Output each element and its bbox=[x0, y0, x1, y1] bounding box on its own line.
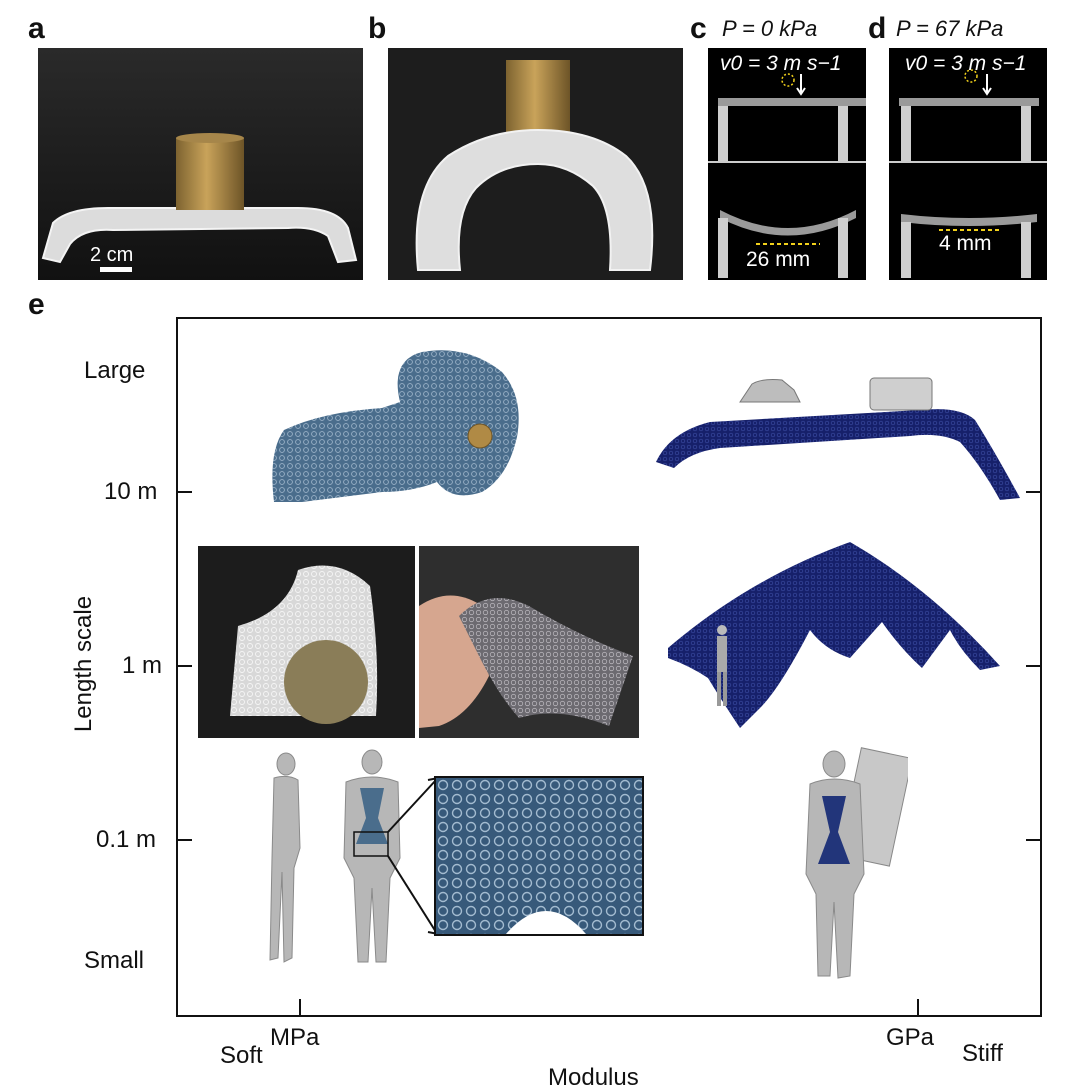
white-chainmail-ball-image bbox=[198, 546, 415, 738]
panel-label-c: c bbox=[690, 12, 707, 45]
x-end-label-stiff: Stiff bbox=[962, 1040, 1003, 1067]
x-end-label-soft: Soft bbox=[220, 1042, 263, 1069]
scale-bar-label: 2 cm bbox=[90, 244, 134, 266]
x-label-gpa: GPa bbox=[886, 1024, 935, 1051]
x-tick-mpa bbox=[299, 999, 301, 1017]
pressure-label-c: P = 0 kPa bbox=[722, 16, 818, 41]
zoom-box bbox=[353, 831, 389, 857]
y-label-small: Small bbox=[84, 947, 145, 974]
chainmail-arch-stiff-image bbox=[388, 48, 683, 280]
deflection-label-c: 26 mm bbox=[746, 248, 811, 271]
y-label-large: Large bbox=[84, 357, 146, 384]
velocity-label-c: v0 = 3 m s−1 bbox=[720, 52, 842, 75]
panel-b-photo bbox=[388, 48, 683, 280]
x-tick-gpa bbox=[917, 999, 919, 1017]
chainmail-zoom-image bbox=[436, 778, 642, 934]
deflection-label-d: 4 mm bbox=[939, 232, 992, 255]
y-tick-0-1m-left bbox=[176, 839, 192, 841]
y-label-1m: 1 m bbox=[122, 652, 163, 679]
y-tick-10m-left bbox=[176, 491, 192, 493]
hand-holding-chainmail-image bbox=[419, 546, 639, 738]
human-figure-back bbox=[343, 749, 401, 963]
white-chainmail-ball-photo bbox=[198, 546, 415, 738]
y-tick-0-1m-right bbox=[1026, 839, 1042, 841]
person-figure-small bbox=[717, 625, 727, 706]
tent-structure-simulation-image bbox=[668, 542, 1000, 728]
y-axis-title: Length scale bbox=[70, 595, 97, 733]
panel-c-photo: v0 = 3 m s−1 26 mm bbox=[708, 48, 866, 280]
impact-test-frames-d bbox=[889, 48, 1047, 280]
chainmail-arm-soft-image bbox=[272, 350, 519, 502]
human-figure-side bbox=[269, 752, 301, 963]
car-icon bbox=[739, 379, 801, 403]
scale-bar bbox=[100, 267, 132, 272]
velocity-label-d: v0 = 3 m s−1 bbox=[905, 52, 1027, 75]
human-carrying-board-image bbox=[805, 747, 908, 979]
back-chainmail-stiff bbox=[818, 796, 850, 864]
y-label-0-1m: 0.1 m bbox=[96, 826, 157, 853]
impact-test-frames-c bbox=[708, 48, 866, 280]
truck-icon bbox=[869, 377, 933, 411]
hand-chainmail-photo bbox=[419, 546, 639, 738]
panel-label-b: b bbox=[368, 12, 387, 45]
chainmail-bridge-flat-image bbox=[38, 48, 363, 280]
panel-label-e: e bbox=[28, 288, 45, 321]
panel-a-photo: 2 cm bbox=[38, 48, 363, 280]
y-tick-10m-right bbox=[1026, 491, 1042, 493]
x-label-mpa: MPa bbox=[270, 1024, 320, 1051]
back-chainmail-patch bbox=[356, 788, 388, 844]
human-figures-image bbox=[269, 749, 401, 963]
chainmail-zoom-inset bbox=[434, 776, 644, 936]
y-tick-1m-right bbox=[1026, 665, 1042, 667]
y-label-10m: 10 m bbox=[104, 478, 158, 505]
panel-d-photo: v0 = 3 m s−1 4 mm bbox=[889, 48, 1047, 280]
x-axis-title: Modulus bbox=[548, 1064, 639, 1091]
panel-label-d: d bbox=[868, 12, 887, 45]
panel-label-a: a bbox=[28, 12, 45, 45]
plot-frame bbox=[176, 317, 1042, 1017]
pressure-label-d: P = 67 kPa bbox=[896, 16, 1004, 41]
y-tick-1m-left bbox=[176, 665, 192, 667]
bridge-simulation-vehicles-image bbox=[656, 377, 1020, 500]
